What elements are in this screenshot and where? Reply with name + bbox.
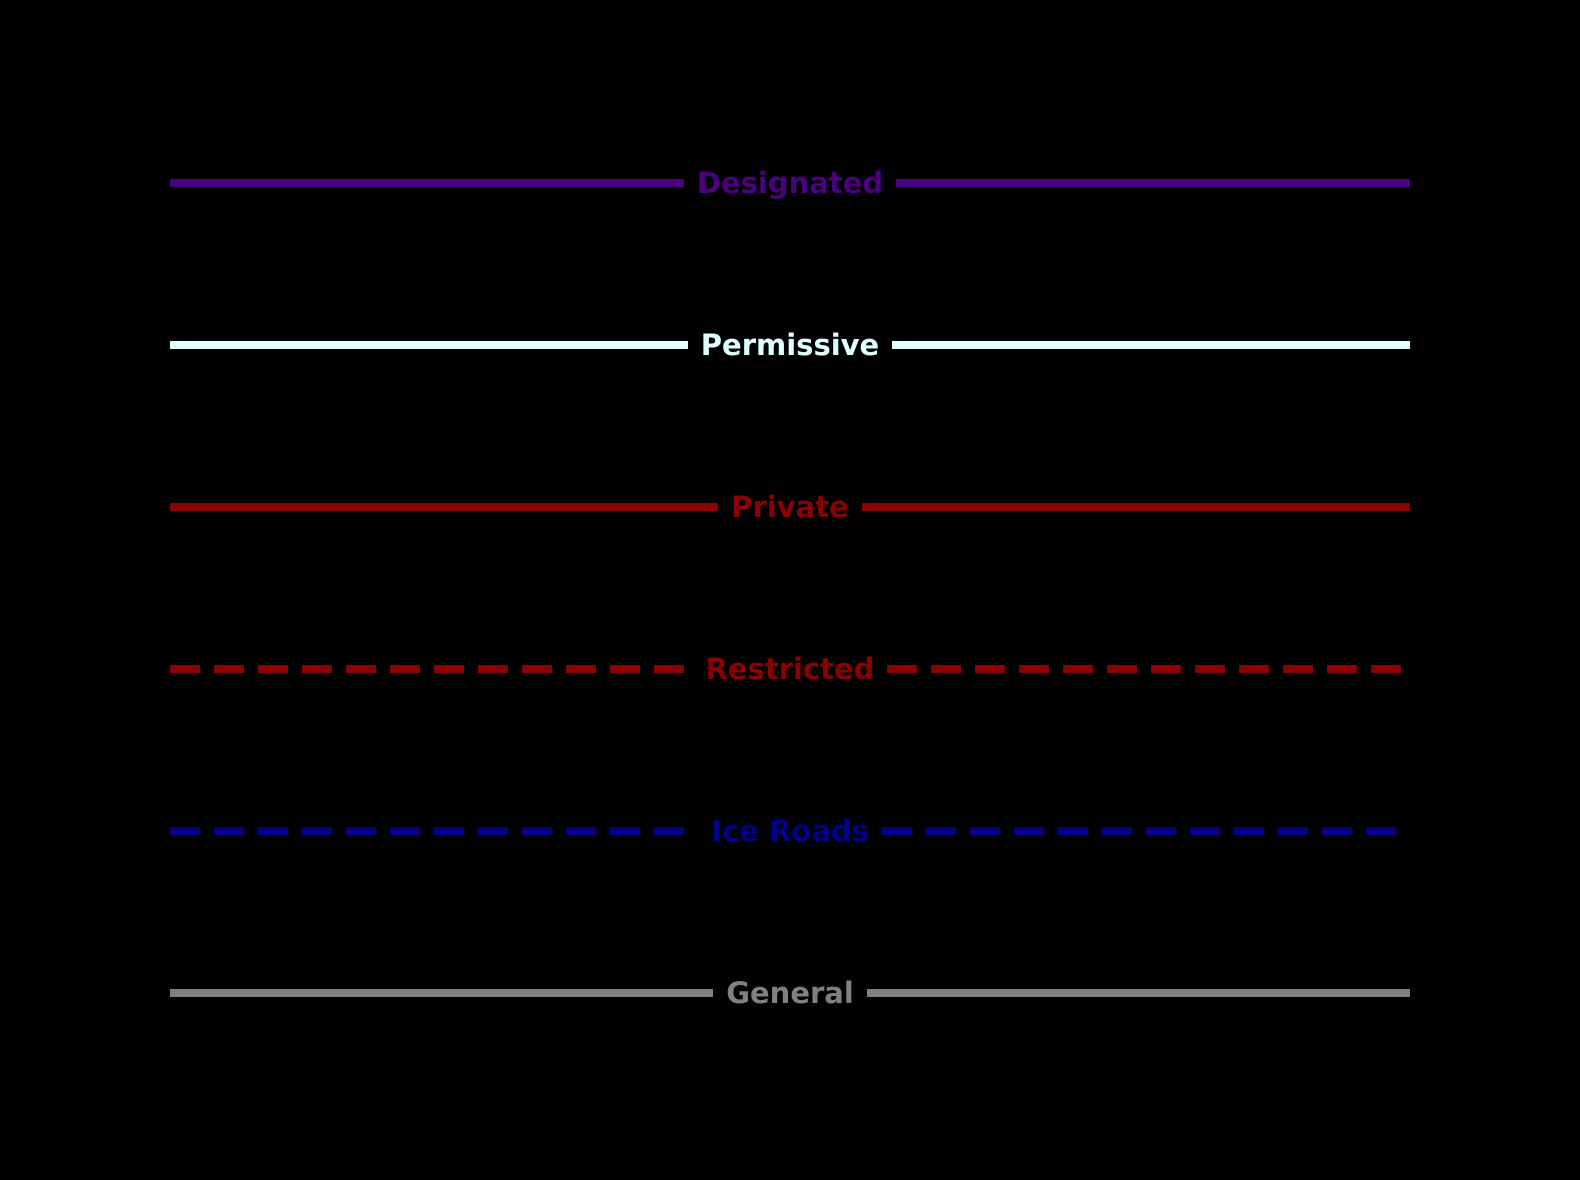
legend-line-right xyxy=(861,503,1411,511)
legend-line-right xyxy=(896,179,1410,187)
legend-label: General xyxy=(726,975,854,1010)
legend-item-private: Private xyxy=(170,485,1411,529)
legend-label: Private xyxy=(731,489,849,524)
legend-item-restricted: Restricted xyxy=(170,647,1411,691)
legend-item-ice-roads: Ice Roads xyxy=(170,809,1410,853)
legend-line-right xyxy=(887,665,1411,673)
legend-line-left xyxy=(170,665,693,673)
legend-line-left xyxy=(170,827,699,835)
legend-line-left xyxy=(170,989,714,997)
legend-line-left xyxy=(170,341,688,349)
legend-label: Designated xyxy=(696,165,884,200)
legend-label: Ice Roads xyxy=(711,813,869,848)
legend-line-left xyxy=(170,503,719,511)
legend-line-right xyxy=(866,989,1411,997)
legend-item-general: General xyxy=(170,971,1411,1015)
legend-line-left xyxy=(170,179,684,187)
legend-item-permissive: Permissive xyxy=(170,323,1411,367)
legend-line-right xyxy=(881,827,1410,835)
legend-label: Restricted xyxy=(705,651,875,686)
legend-label: Permissive xyxy=(700,327,880,362)
legend-line-right xyxy=(892,341,1411,349)
legend-item-designated: Designated xyxy=(170,161,1410,205)
